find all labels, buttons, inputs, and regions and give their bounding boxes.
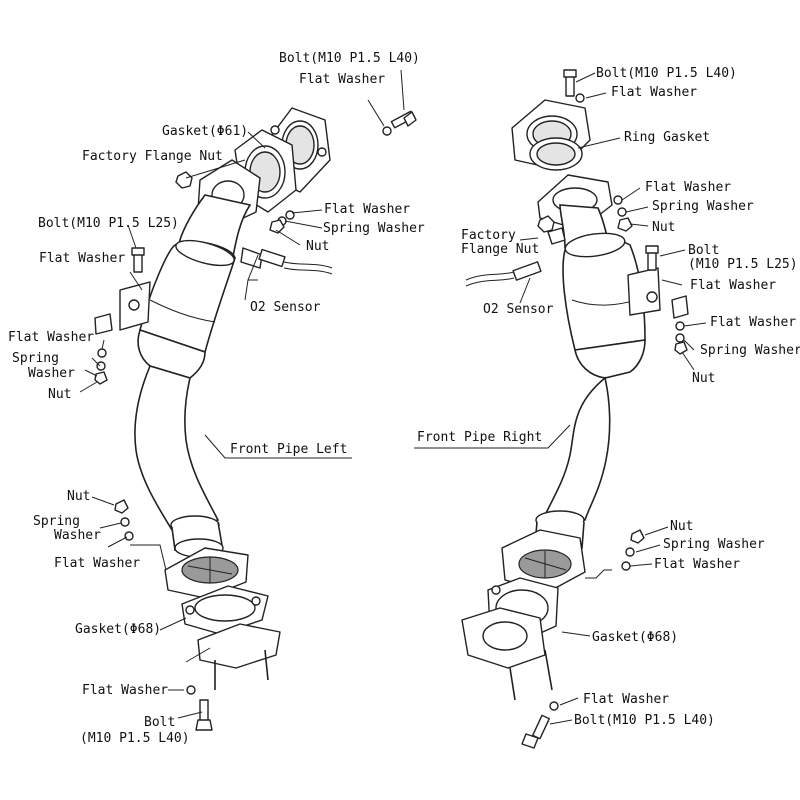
- label-left-gasket-61: Gasket(Φ61): [162, 124, 249, 139]
- label-right-bolt-l25: Bolt: [688, 243, 720, 258]
- label-right-o2-sensor: O2 Sensor: [483, 302, 554, 317]
- left-front-pipe: [134, 365, 220, 531]
- right-top-washer: [575, 93, 585, 103]
- label-left-top-bolt: Bolt(M10 P1.5 L40): [279, 51, 420, 66]
- label-left-lower-nut: Nut: [67, 489, 91, 504]
- right-upper-spring-washer: [617, 207, 627, 217]
- right-top-bolt: [563, 69, 577, 97]
- left-bottom-washer: [186, 685, 196, 695]
- left-top-bolt: [390, 110, 417, 129]
- label-left-bottom-bolt-spec: (M10 P1.5 L40): [80, 731, 190, 746]
- right-mating-flange: [461, 607, 553, 701]
- label-left-gasket-68: Gasket(Φ68): [75, 622, 162, 637]
- label-right-bolt-l25-spec: (M10 P1.5 L25): [688, 257, 798, 272]
- front-pipe-right-assembly: [414, 69, 707, 749]
- right-bracket-bolt: [645, 245, 659, 271]
- right-bottom-washer: [549, 701, 559, 711]
- label-left-bolt-l25: Bolt(M10 P1.5 L25): [38, 216, 179, 231]
- right-bracket-fastener-stack: [671, 295, 689, 355]
- label-left-mid-nut: Nut: [306, 239, 330, 254]
- right-upper-nut: [617, 217, 633, 232]
- label-left-mid-spring-washer: Spring Washer: [323, 221, 425, 236]
- label-right-bottom-bolt: Bolt(M10 P1.5 L40): [574, 713, 715, 728]
- right-catalytic-converter: [559, 204, 646, 379]
- right-lower-flange: [501, 529, 586, 593]
- left-o2-sensor: [240, 247, 333, 275]
- label-left-stack-nut: Nut: [48, 387, 72, 402]
- left-converter-bracket: [119, 281, 151, 331]
- label-front-pipe-right: Front Pipe Right: [417, 430, 543, 445]
- right-leader-lines: [414, 72, 707, 725]
- label-right-lower-flat-washer: Flat Washer: [654, 557, 741, 572]
- label-left-bottom-bolt: Bolt: [144, 715, 176, 730]
- label-left-stack-washer: Washer: [28, 366, 75, 381]
- right-upper-flat-washer: [613, 195, 623, 205]
- right-ring-gasket: [529, 137, 583, 171]
- label-right-upper-flat-washer: Flat Washer: [645, 180, 732, 195]
- label-left-mid-flat-washer: Flat Washer: [324, 202, 411, 217]
- label-left-stack-flat-washer: Flat Washer: [8, 330, 95, 345]
- right-factory-flange-nut: [537, 215, 555, 233]
- label-right-lower-nut: Nut: [670, 519, 694, 534]
- label-left-stack-spring: Spring: [12, 351, 59, 366]
- left-leader-lines: [79, 69, 405, 719]
- label-right-stack-spring-washer: Spring Washer: [700, 343, 800, 358]
- right-lower-fastener-stack: [621, 529, 645, 571]
- right-bottom-bolt: [521, 714, 550, 749]
- label-right-factory: Factory: [461, 228, 516, 243]
- label-left-top-flat-washer: Flat Washer: [299, 72, 386, 87]
- label-right-bracket-flat-washer: Flat Washer: [690, 278, 777, 293]
- label-right-upper-nut: Nut: [652, 220, 676, 235]
- label-left-lower-spring: Spring: [33, 514, 80, 529]
- left-bracket-fastener-stack: [94, 313, 113, 385]
- right-front-pipe: [543, 376, 611, 521]
- right-converter-bracket: [627, 267, 661, 316]
- label-left-bracket-flat-washer: Flat Washer: [39, 251, 126, 266]
- left-lower-fastener-stack: [114, 499, 134, 541]
- left-bottom-bolt: [195, 699, 213, 731]
- label-right-top-bolt: Bolt(M10 P1.5 L40): [596, 66, 737, 81]
- label-left-factory-flange-nut: Factory Flange Nut: [82, 149, 223, 164]
- label-right-stack-flat-washer: Flat Washer: [710, 315, 797, 330]
- left-mid-flat-washer: [285, 210, 295, 220]
- left-gasket-68: [181, 585, 269, 635]
- label-right-flange-nut: Flange Nut: [461, 242, 540, 257]
- left-bracket-bolt: [131, 247, 145, 273]
- label-right-top-flat-washer: Flat Washer: [611, 85, 698, 100]
- left-factory-flange-nut: [175, 171, 193, 189]
- label-right-bottom-flat-washer: Flat Washer: [583, 692, 670, 707]
- label-left-lower-flat-washer: Flat Washer: [54, 556, 141, 571]
- label-right-ring-gasket: Ring Gasket: [624, 130, 711, 145]
- right-o2-sensor: [465, 227, 566, 287]
- label-right-upper-spring-washer: Spring Washer: [652, 199, 754, 214]
- left-mating-flange: [197, 623, 281, 690]
- left-catalytic-converter: [137, 239, 236, 379]
- label-right-lower-spring-washer: Spring Washer: [663, 537, 765, 552]
- label-right-gasket-68: Gasket(Φ68): [592, 630, 679, 645]
- label-right-stack-nut: Nut: [692, 371, 716, 386]
- label-left-lower-washer: Washer: [54, 528, 101, 543]
- label-left-o2-sensor: O2 Sensor: [250, 300, 321, 315]
- label-left-bottom-flat-washer: Flat Washer: [82, 683, 169, 698]
- left-mid-nut: [269, 219, 285, 234]
- left-top-washer: [382, 126, 392, 136]
- label-front-pipe-left: Front Pipe Left: [230, 442, 348, 457]
- front-pipe-left-assembly: [79, 69, 417, 731]
- left-lower-flange: [164, 547, 249, 599]
